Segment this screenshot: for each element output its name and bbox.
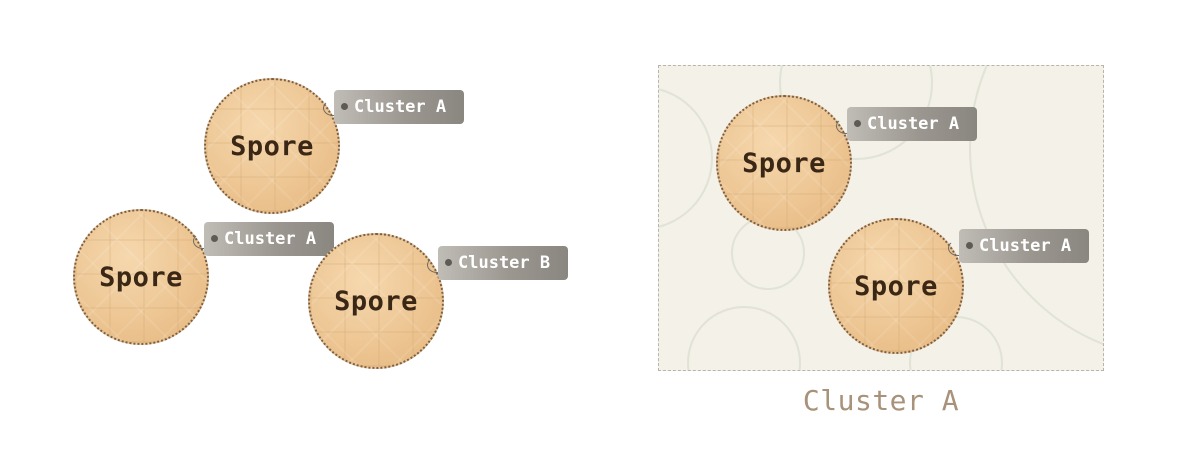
cluster-tag-label: Cluster A bbox=[867, 114, 960, 134]
tag-hole-icon bbox=[211, 235, 218, 242]
spore-label: Spore bbox=[742, 147, 826, 179]
spore-node[interactable]: Spore bbox=[73, 209, 209, 345]
tag-string bbox=[193, 233, 213, 249]
spore-label: Spore bbox=[230, 130, 314, 162]
tag-hole-icon bbox=[966, 242, 973, 249]
spore-label: Spore bbox=[854, 270, 938, 302]
decor-ring bbox=[969, 66, 1103, 360]
cluster-tag: Cluster B bbox=[438, 246, 568, 280]
cluster-tag-label: Cluster A bbox=[979, 236, 1072, 256]
spore-node[interactable]: Spore bbox=[308, 233, 444, 369]
tag-string bbox=[836, 118, 856, 134]
tag-string bbox=[427, 257, 447, 273]
tag-hole-icon bbox=[854, 120, 861, 127]
tag-string bbox=[323, 100, 343, 116]
spore-label: Spore bbox=[99, 261, 183, 293]
cluster-tag: Cluster A bbox=[959, 229, 1089, 263]
tag-string bbox=[948, 240, 968, 256]
spore-label: Spore bbox=[334, 285, 418, 317]
spore-node[interactable]: Spore bbox=[204, 78, 340, 214]
cluster-tag-label: Cluster A bbox=[224, 229, 317, 249]
cluster-tag: Cluster A bbox=[847, 107, 977, 141]
cluster-tag-label: Cluster B bbox=[458, 253, 551, 273]
decor-ring bbox=[659, 86, 713, 230]
tag-hole-icon bbox=[341, 103, 348, 110]
cluster-caption: Cluster A bbox=[802, 384, 960, 417]
cluster-tag: Cluster A bbox=[334, 90, 464, 124]
decor-ring bbox=[687, 306, 801, 370]
spore-node[interactable]: Spore bbox=[828, 218, 964, 354]
spore-node[interactable]: Spore bbox=[716, 95, 852, 231]
cluster-tag: Cluster A bbox=[204, 222, 334, 256]
tag-hole-icon bbox=[445, 259, 452, 266]
cluster-tag-label: Cluster A bbox=[354, 97, 447, 117]
